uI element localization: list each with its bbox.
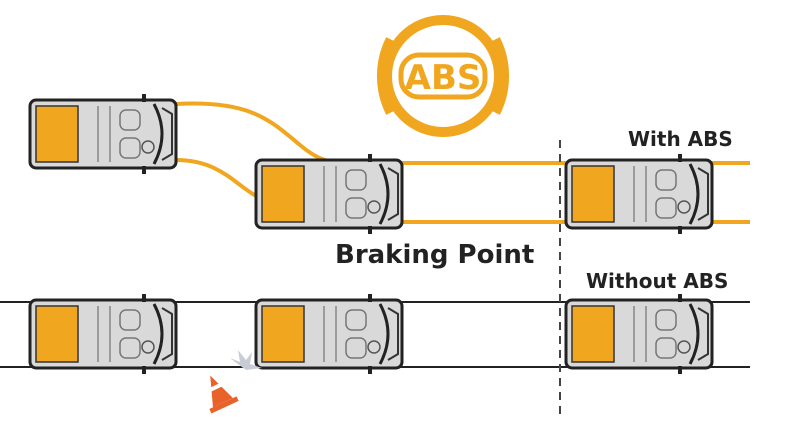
van-stopped-with-abs xyxy=(564,154,714,234)
with-abs-label: With ABS xyxy=(628,127,733,151)
path-curve-bottom xyxy=(175,158,259,199)
abs-badge xyxy=(398,52,488,100)
van-braking-without-abs xyxy=(254,294,404,374)
impact-splash-icon xyxy=(230,350,262,370)
van-start-without-abs xyxy=(28,294,178,374)
van-start xyxy=(28,94,178,174)
without-abs-label: Without ABS xyxy=(586,269,728,293)
van-braking-with-abs xyxy=(254,154,404,234)
abs-label: ABS xyxy=(405,58,482,98)
van-stopped-without-abs xyxy=(564,294,714,374)
braking-point-label: Braking Point xyxy=(335,240,534,270)
abs-warning-icon: ABS xyxy=(377,15,509,137)
traffic-cone-icon xyxy=(209,375,239,414)
abs-circle xyxy=(382,15,504,137)
